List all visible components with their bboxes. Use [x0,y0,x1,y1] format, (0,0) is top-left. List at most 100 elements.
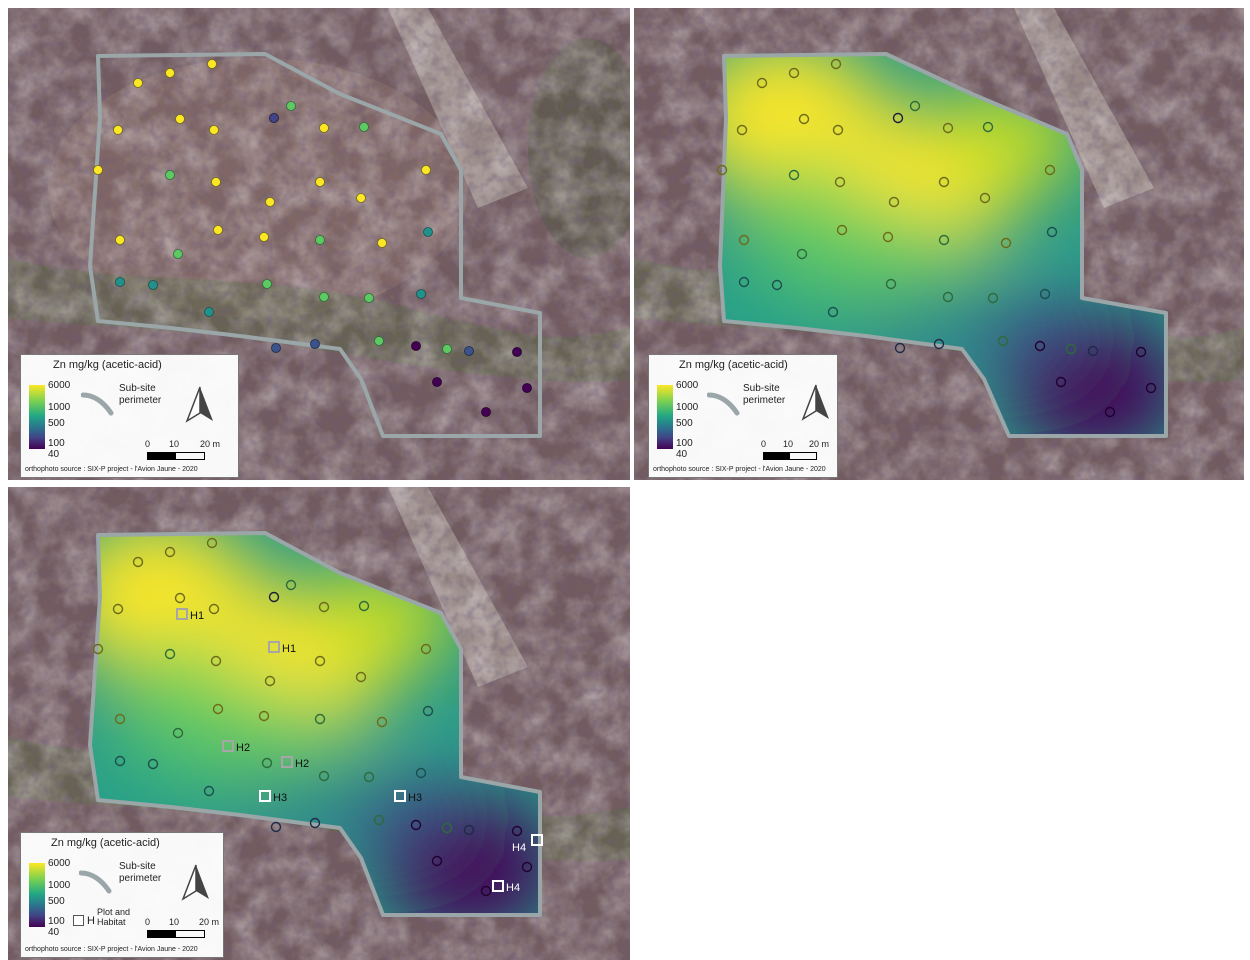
legend-color-ramp [29,385,45,449]
sample-point [987,292,999,304]
sample-point [909,100,921,112]
legend-tick: 6000 [48,858,71,869]
sample-point-layer [92,537,533,897]
legend-tick: 1000 [676,402,699,413]
map-legend: Zn mg/kg (acetic-acid) 6000 1000 500 100… [648,354,838,478]
sample-point [148,280,158,290]
sample-point [481,407,491,417]
sample-point [736,124,748,136]
sample-point [373,814,385,826]
orthophoto-source: orthophoto source : SIX-P project - l'Av… [653,466,826,473]
perimeter-line-icon [81,392,114,416]
sample-point-layer [93,59,532,417]
sample-point [261,757,273,769]
sample-point [836,224,848,236]
legend-title: Zn mg/kg (acetic-acid) [679,359,788,371]
sample-point [165,170,175,180]
legend-tick: 40 [48,449,60,460]
sample-point [270,821,282,833]
sample-point [997,335,1009,347]
sample-point [888,196,900,208]
scale-label: 10 [169,917,180,927]
sample-point [410,819,422,831]
sample-point [798,113,810,125]
sample-point [115,277,125,287]
sample-point [92,643,104,655]
sample-point [796,248,808,260]
scale-bar [763,452,817,460]
north-arrow-icon [185,386,213,423]
sample-point [258,710,270,722]
perimeter-line-icon [79,870,112,894]
legend-tick: 40 [676,449,688,460]
legend-tick: 40 [48,927,60,938]
sample-point [1087,345,1099,357]
perimeter-line-icon [707,392,740,416]
sample-point [114,755,126,767]
sample-point [207,59,217,69]
orthophoto-source: orthophoto source : SIX-P project - l'Av… [25,466,198,473]
plot-square-icon [259,790,271,802]
sample-point [464,346,474,356]
sub-site-perimeter [88,531,542,917]
plot-square-icon [492,880,504,892]
sample-point [377,238,387,248]
sample-point [834,176,846,188]
sample-point [1055,376,1067,388]
sample-point [431,855,443,867]
sample-point [942,291,954,303]
legend-title: Zn mg/kg (acetic-acid) [53,359,162,371]
orthophoto-source: orthophoto source : SIX-P project - l'Av… [25,946,198,953]
sample-point [173,249,183,259]
legend-tick: 100 [48,916,65,927]
sample-point [285,579,297,591]
legend-tick: 1000 [48,402,71,413]
sample-point [1034,340,1046,352]
sample-point [363,771,375,783]
sample-point [93,165,103,175]
sample-point [942,122,954,134]
sample-point [315,235,325,245]
plot-square-icon [222,740,234,752]
sample-point [210,655,222,667]
legend-tick: 6000 [676,380,699,391]
sample-point [211,177,221,187]
habitat-label: H3 [408,792,422,804]
habitat-label: H4 [512,842,526,854]
sample-point [716,164,728,176]
sample-point [1039,288,1051,300]
sample-point [174,592,186,604]
habitat-label: H2 [295,758,309,770]
sample-point [1135,346,1147,358]
legend-plot-symbol: H [87,915,95,927]
sample-point [113,125,123,135]
sample-point [262,279,272,289]
sample-point [756,77,768,89]
sample-point [132,556,144,568]
sub-site-perimeter [88,52,542,438]
sample-point [286,101,296,111]
sample-point [206,537,218,549]
sample-point [938,176,950,188]
plot-square-icon [73,915,84,926]
sample-point [894,342,906,354]
habitat-label: H1 [190,610,204,622]
sample-point [314,655,326,667]
scale-bar [147,930,205,938]
sample-point [1046,226,1058,238]
sample-point [356,193,366,203]
sub-site-perimeter [718,52,1168,438]
legend-title: Zn mg/kg (acetic-acid) [51,837,160,849]
legend-tick: 100 [48,438,65,449]
scale-label: 0 [145,439,151,449]
legend-tick: 500 [676,418,693,429]
scale-bar [147,452,205,460]
scale-label: 20 m [200,439,221,449]
plot-habitat-layer: H1 H1 H2 H2 H3 H3 H4 H4 [176,608,543,894]
sample-point [133,78,143,88]
sample-point [416,289,426,299]
sample-point [319,292,329,302]
sample-point [521,861,533,873]
sample-point [423,227,433,237]
